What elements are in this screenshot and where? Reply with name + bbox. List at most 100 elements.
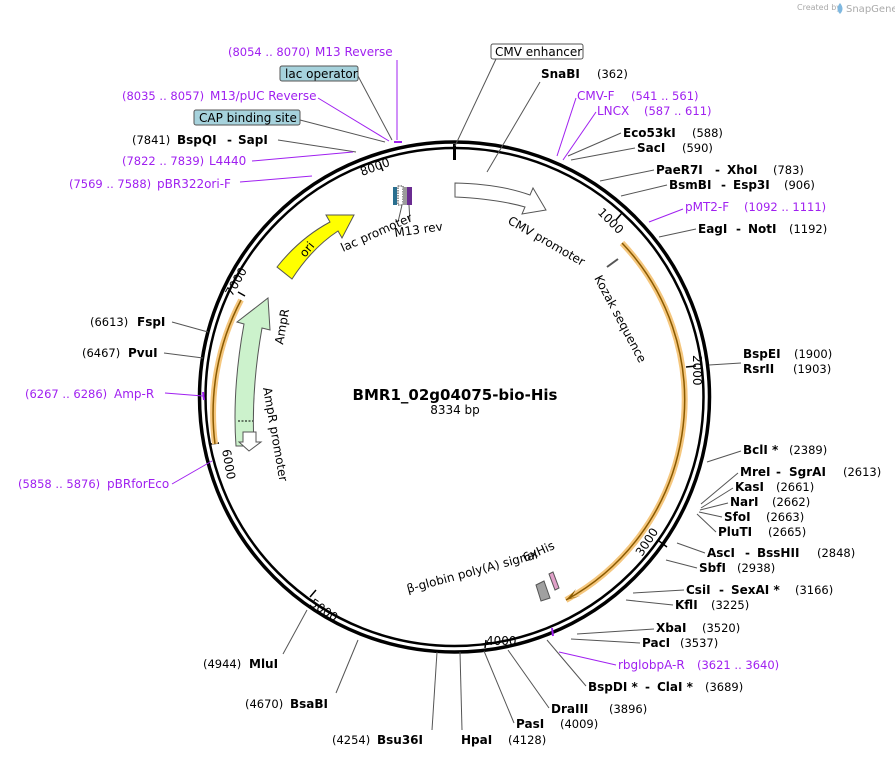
svg-text:(6613): (6613) xyxy=(90,315,128,329)
svg-text:(2661): (2661) xyxy=(776,480,814,494)
primer-l4440: (7822 .. 7839) L4440 xyxy=(122,151,354,168)
boxed-lac-operator: lac operator xyxy=(279,65,393,141)
primer-m13-reverse: (8054 .. 8070) M13 Reverse xyxy=(228,45,402,143)
svg-text:LNCX: LNCX xyxy=(597,104,629,118)
enzyme-rsrii: RsrII (1903) xyxy=(743,362,831,376)
svg-text:BspDI *: BspDI * xyxy=(588,680,638,694)
svg-text:(1092 .. 1111): (1092 .. 1111) xyxy=(744,200,826,214)
primer-pbrforeco: (5858 .. 5876) pBRforEco xyxy=(18,460,213,491)
primer-lncx: LNCX (587 .. 611) xyxy=(562,104,712,161)
svg-text:KflI: KflI xyxy=(675,598,698,612)
enzyme-eco53ki: Eco53kI (588) xyxy=(567,126,723,157)
enzyme-draiii: DraIII (3896) xyxy=(507,649,647,716)
svg-text:NarI: NarI xyxy=(730,495,759,509)
enzyme-bspei: BspEI (1900) xyxy=(708,347,832,366)
enzyme-mrei-sgrai: MreI - SgrAI (2613) xyxy=(700,465,881,505)
ampr-outer-arc xyxy=(212,299,242,445)
svg-text:rbglobpA-R: rbglobpA-R xyxy=(618,658,685,672)
lac-promoter-leader xyxy=(397,204,403,223)
svg-text:M13/pUC Reverse: M13/pUC Reverse xyxy=(210,89,317,103)
svg-text:(2663): (2663) xyxy=(766,510,804,524)
svg-text:ClaI *: ClaI * xyxy=(657,680,694,694)
kozak-marker xyxy=(606,258,619,268)
enzyme-fspi: (6613) FspI xyxy=(90,315,209,333)
svg-text:XhoI: XhoI xyxy=(727,163,758,177)
svg-text:pBRforEco: pBRforEco xyxy=(107,477,169,491)
svg-text:PluTI: PluTI xyxy=(718,525,752,539)
svg-text:(3520): (3520) xyxy=(702,621,740,635)
snapgene-logo-icon xyxy=(837,3,843,14)
enzyme-bsmbi-esp3i: BsmBI - Esp3I (906) xyxy=(620,178,815,197)
svg-text:(2389): (2389) xyxy=(789,443,827,457)
ampr-promoter-label: AmpR promoter xyxy=(260,386,290,482)
svg-text:(4254): (4254) xyxy=(332,733,370,747)
primer-cmv-f: CMV-F (541 .. 561) xyxy=(556,89,699,157)
svg-text:BspQI: BspQI xyxy=(177,133,217,147)
enzyme-bsabi: (4670) BsaBI xyxy=(245,639,359,711)
svg-text:-: - xyxy=(715,163,720,177)
tick-3000 xyxy=(658,540,668,548)
orf-arc xyxy=(565,242,686,601)
svg-text:PasI: PasI xyxy=(516,717,544,731)
tick-2000 xyxy=(685,365,697,368)
svg-text:SapI: SapI xyxy=(238,133,268,147)
enzyme-paci: PacI (3537) xyxy=(570,636,718,650)
lac-promoter-marker xyxy=(397,185,404,206)
enzyme-paer7i-xhoi: PaeR7I - XhoI (783) xyxy=(599,163,804,182)
backbone-outer xyxy=(197,140,712,654)
svg-text:(3166): (3166) xyxy=(795,583,833,597)
svg-text:BsaBI: BsaBI xyxy=(290,697,328,711)
enzyme-asci-bsshii: AscI - BssHII (2848) xyxy=(676,542,855,560)
svg-text:-: - xyxy=(721,178,726,192)
ampr-promoter-arrow xyxy=(237,431,263,452)
svg-text:lac operator: lac operator xyxy=(285,67,358,81)
enzyme-bcli: BclI * (2389) xyxy=(706,443,827,463)
credit-prefix: Created by xyxy=(797,3,841,12)
svg-text:Amp-R: Amp-R xyxy=(114,387,154,401)
enzyme-pvui: (6467) PvuI xyxy=(82,346,204,360)
svg-text:(4128): (4128) xyxy=(508,733,546,747)
plasmid-size: 8334 bp xyxy=(430,403,480,417)
tick-1000 xyxy=(615,212,623,221)
svg-text:(541 .. 561): (541 .. 561) xyxy=(631,89,699,103)
svg-text:Esp3I: Esp3I xyxy=(733,178,770,192)
polya-label: β-globin poly(A) signal xyxy=(405,547,539,595)
tick-label-1000: 1000 xyxy=(595,205,626,236)
svg-text:MreI: MreI xyxy=(740,465,770,479)
primer-amp-r: (6267 .. 6286) Amp-R xyxy=(25,387,205,401)
svg-text:(2665): (2665) xyxy=(768,525,806,539)
cmv-promoter-label: CMV promoter xyxy=(506,213,588,268)
svg-text:(3896): (3896) xyxy=(609,702,647,716)
tick-label-4000: 4000 xyxy=(486,634,517,648)
tick-7000 xyxy=(237,291,246,297)
svg-text:FspI: FspI xyxy=(137,315,165,329)
primer-pbr322ori-f: (7569 .. 7588) pBR322ori-F xyxy=(69,175,313,191)
primer-pmt2-f: pMT2-F (1092 .. 1111) xyxy=(648,200,826,223)
ori-arrow xyxy=(276,214,355,280)
svg-text:-: - xyxy=(645,680,650,694)
svg-text:(587 .. 611): (587 .. 611) xyxy=(644,104,712,118)
svg-text:-: - xyxy=(719,583,724,597)
svg-text:(3225): (3225) xyxy=(711,598,749,612)
tick-label-6000: 6000 xyxy=(219,448,238,481)
svg-text:MluI: MluI xyxy=(249,657,278,671)
m13-rev-leader xyxy=(408,204,411,223)
boxed-cmv-enhancer: CMV enhancer xyxy=(454,43,584,147)
svg-text:NotI: NotI xyxy=(748,222,777,236)
svg-text:(1903): (1903) xyxy=(793,362,831,376)
cap-marker xyxy=(403,187,407,205)
svg-text:BclI *: BclI * xyxy=(743,443,779,457)
tick-label-5000: 5000 xyxy=(307,596,340,625)
svg-text:(588): (588) xyxy=(692,126,723,140)
enzyme-eagi-noti: EagI - NotI (1192) xyxy=(658,222,827,238)
svg-text:(4009): (4009) xyxy=(560,717,598,731)
svg-text:PvuI: PvuI xyxy=(128,346,158,360)
svg-text:(3689): (3689) xyxy=(705,680,743,694)
svg-text:BspEI: BspEI xyxy=(743,347,781,361)
svg-text:SbfI: SbfI xyxy=(699,561,726,575)
svg-text:-: - xyxy=(745,546,750,560)
svg-text:SnaBI: SnaBI xyxy=(541,67,580,81)
svg-text:(1192): (1192) xyxy=(789,222,827,236)
enzyme-pasi: PasI (4009) xyxy=(483,650,598,731)
svg-text:SexAI *: SexAI * xyxy=(731,583,780,597)
